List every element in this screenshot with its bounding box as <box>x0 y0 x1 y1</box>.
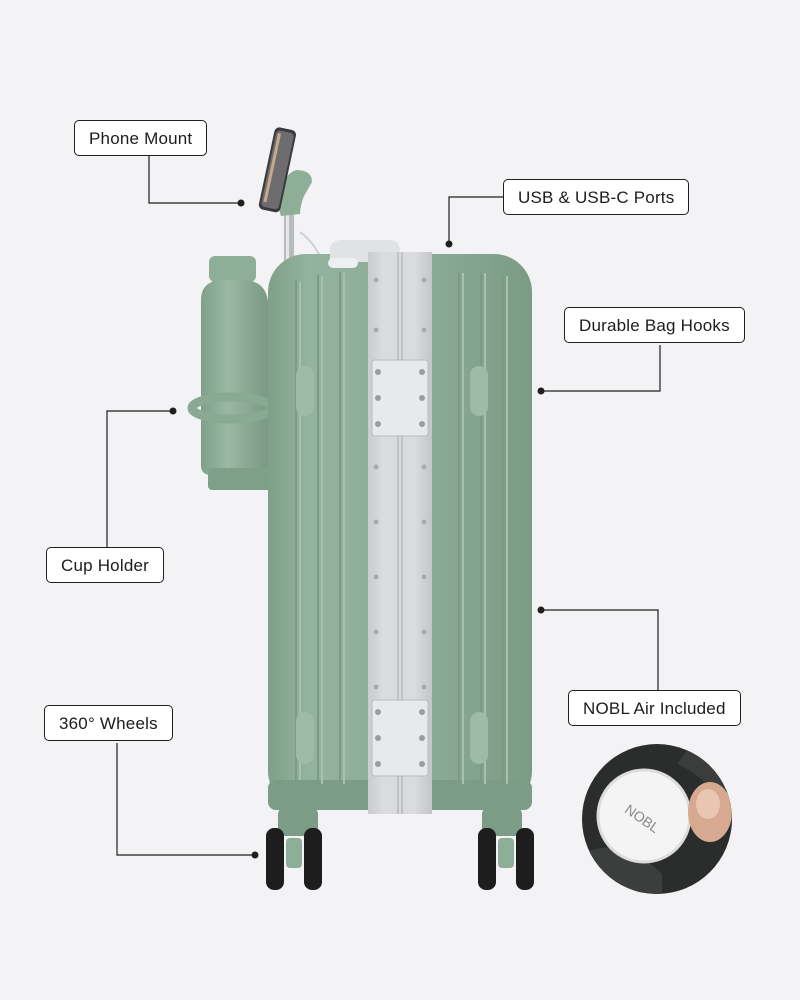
frame-latch-bottom <box>371 699 429 777</box>
callout-usb-ports: USB & USB-C Ports <box>503 179 690 215</box>
leader-phone-mount <box>148 156 241 204</box>
callout-phone-mount: Phone Mount <box>74 120 208 156</box>
callout-nobl-air: NOBL Air Included <box>568 690 741 726</box>
dot-cup-holder <box>169 407 177 415</box>
leader-usb-ports <box>448 196 503 244</box>
dot-bag-hooks <box>537 387 545 395</box>
wheels <box>266 808 534 890</box>
dot-phone-mount <box>237 199 245 207</box>
callout-bag-hooks: Durable Bag Hooks <box>564 307 745 343</box>
cup-holder <box>187 256 277 490</box>
dot-wheels <box>251 851 259 859</box>
phone-mount <box>258 127 323 265</box>
leader-bag-hooks <box>541 345 661 392</box>
dot-nobl-air <box>537 606 545 614</box>
callout-wheels: 360° Wheels <box>44 705 173 741</box>
dot-usb-ports <box>445 240 453 248</box>
frame-latch-top <box>371 359 429 437</box>
leader-wheels <box>116 743 255 856</box>
suitcase-shell <box>268 240 532 814</box>
leader-cup-holder <box>106 410 173 547</box>
callout-cup-holder: Cup Holder <box>46 547 164 583</box>
nobl-air-tag-illustration: NOBL <box>582 744 732 894</box>
leader-nobl-air <box>541 609 659 690</box>
nobl-air-detail-photo: NOBL <box>582 744 732 894</box>
